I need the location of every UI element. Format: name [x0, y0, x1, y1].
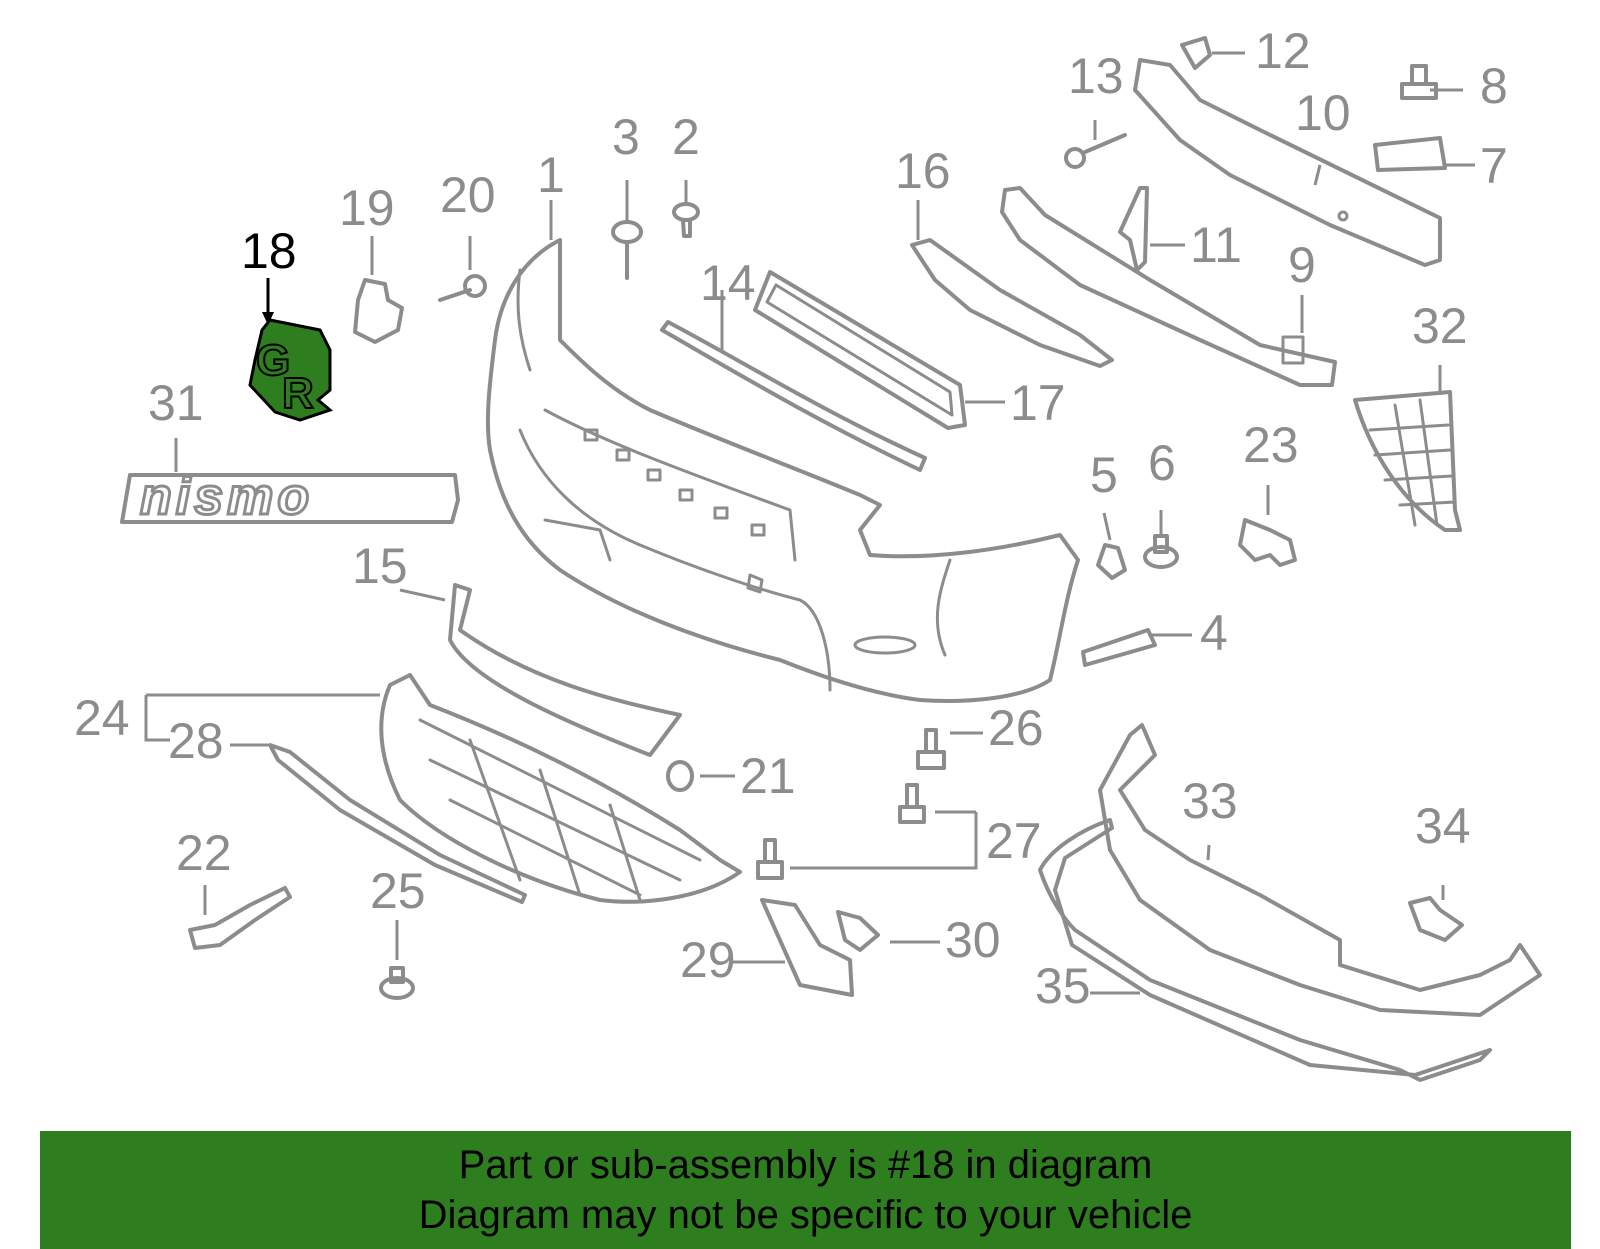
- bolts-part-27: [756, 783, 926, 880]
- bracket-part-23: [1238, 518, 1297, 567]
- callout-33: 33: [1182, 773, 1238, 829]
- grille-frame-part-17: [753, 270, 967, 430]
- callout-19: 19: [339, 180, 395, 236]
- callout-31: 31: [148, 375, 204, 431]
- callout-7: 7: [1480, 138, 1508, 194]
- bolt-part-20: [438, 274, 487, 302]
- hook-part-22: [188, 886, 292, 950]
- seal-part-14: [660, 320, 927, 472]
- svg-text:G: G: [256, 336, 290, 385]
- clip-part-5: [1096, 543, 1127, 580]
- callout-34: 34: [1415, 798, 1471, 854]
- bolt-part-13: [1064, 133, 1127, 169]
- bolt-part-26: [916, 728, 946, 770]
- callout-15: 15: [352, 538, 408, 594]
- callout-35: 35: [1035, 958, 1091, 1014]
- callout-26: 26: [988, 700, 1044, 756]
- callout-24: 24: [74, 690, 130, 746]
- callout-6: 6: [1148, 435, 1176, 491]
- bracket-part-11: [1118, 186, 1149, 272]
- beam-part-10: [1133, 58, 1442, 267]
- clip-part-34: [1408, 896, 1464, 942]
- callout-12: 12: [1255, 23, 1311, 79]
- callout-13: 13: [1068, 48, 1124, 104]
- callout-16: 16: [895, 143, 951, 199]
- leader-lines: [144, 51, 1475, 995]
- lower-lip-part-15: [448, 583, 682, 757]
- clip-part-12: [1180, 36, 1212, 70]
- callout-17: 17: [1010, 375, 1066, 431]
- banner-line-1: Part or sub-assembly is #18 in diagram: [458, 1143, 1153, 1187]
- callout-3: 3: [612, 109, 640, 165]
- clip-part-2: [672, 202, 700, 238]
- callout-23: 23: [1243, 417, 1299, 473]
- plug-part-21: [666, 760, 694, 792]
- callout-14: 14: [700, 255, 756, 311]
- undercover-part-24: [379, 673, 742, 904]
- callout-18: 18: [241, 223, 297, 279]
- spoiler-part-33: [1098, 723, 1542, 1017]
- callout-4: 4: [1200, 605, 1228, 661]
- info-banner: Part or sub-assembly is #18 in diagram D…: [40, 1131, 1571, 1249]
- callout-20: 20: [440, 167, 496, 223]
- clip-part-3: [611, 220, 643, 280]
- clip-part-6: [1143, 534, 1179, 569]
- callout-11: 11: [1190, 217, 1242, 273]
- bumper-cover: [485, 238, 1080, 703]
- callout-21: 21: [740, 748, 796, 804]
- callout-2: 2: [672, 109, 700, 165]
- svg-text:R: R: [282, 369, 314, 418]
- retainer-part-16: [910, 238, 1114, 368]
- mesh-grille-part-32: [1353, 390, 1462, 532]
- strip-part-28: [268, 743, 527, 904]
- gtr-emblem-part-18[interactable]: G R: [248, 318, 334, 422]
- reinforcement-part-9: [1000, 186, 1337, 387]
- bracket-part-19: [353, 278, 404, 344]
- callout-29: 29: [680, 932, 736, 988]
- callout-30: 30: [945, 912, 1001, 968]
- plate-part-29: [760, 898, 854, 997]
- nismo-badge-text: nismo: [140, 468, 313, 526]
- callout-labels: 1 2 3 4 5 6 7 8 9 10 11 12 13 14 15 16 1…: [74, 23, 1508, 1014]
- nismo-badge-part-31: nismo: [120, 467, 460, 528]
- callout-10: 10: [1295, 85, 1351, 141]
- callout-5: 5: [1090, 447, 1118, 503]
- callout-8: 8: [1480, 58, 1508, 114]
- trim-part-4: [1081, 628, 1157, 667]
- callout-22: 22: [176, 825, 232, 881]
- block-part-7: [1373, 136, 1447, 172]
- banner-line-2: Diagram may not be specific to your vehi…: [418, 1193, 1193, 1237]
- callout-28: 28: [168, 713, 224, 769]
- lip-spoiler-part-35: [1038, 818, 1492, 1082]
- plate-part-30: [836, 910, 880, 952]
- callout-1: 1: [537, 147, 565, 203]
- clip-part-25: [379, 966, 415, 1000]
- callout-32: 32: [1412, 298, 1468, 354]
- callout-25: 25: [370, 863, 426, 919]
- nut-part-8: [1400, 64, 1438, 100]
- callout-27: 27: [986, 813, 1042, 869]
- callout-9: 9: [1288, 237, 1316, 293]
